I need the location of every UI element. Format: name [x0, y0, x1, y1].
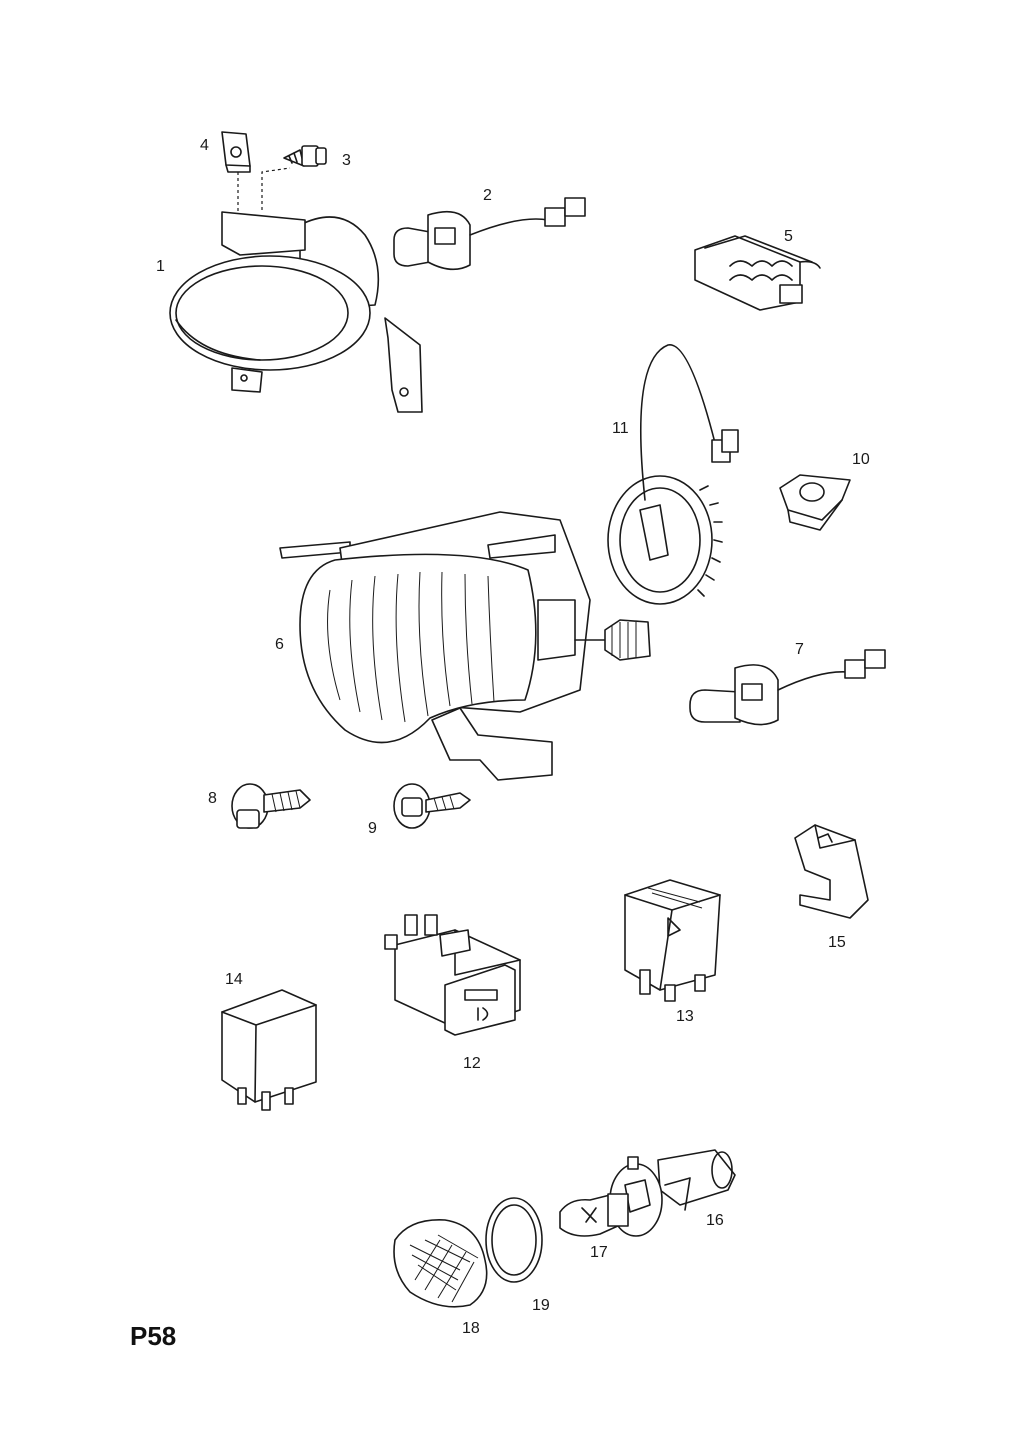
part-number-9: 9	[368, 820, 377, 837]
part-5-wiring-connector-icon[interactable]	[694, 235, 821, 311]
part-number-4: 4	[200, 137, 209, 154]
part-17-wedge-bulb-icon[interactable]	[559, 1193, 629, 1237]
part-number-10: 10	[852, 451, 870, 468]
part-13-relay-icon[interactable]	[624, 879, 721, 1002]
part-15-bracket-cap-icon[interactable]	[794, 824, 869, 919]
part-number-14: 14	[225, 971, 243, 988]
part-number-11: 11	[612, 420, 629, 437]
part-2-bulb-with-wire-icon[interactable]	[393, 197, 586, 271]
part-number-7: 7	[795, 641, 804, 658]
part-9-flange-screw-icon[interactable]	[393, 783, 471, 829]
part-number-3: 3	[342, 152, 351, 169]
part-number-17: 17	[590, 1244, 608, 1261]
part-7-bulb-with-wire-icon[interactable]	[689, 649, 886, 726]
part-18-side-indicator-lens-icon[interactable]	[393, 1219, 488, 1308]
part-11-bulb-holder-ring-icon[interactable]	[607, 344, 739, 605]
part-number-16: 16	[706, 1212, 724, 1229]
part-number-19: 19	[532, 1297, 550, 1314]
part-number-12: 12	[463, 1055, 481, 1072]
part-3-screw-icon[interactable]	[283, 145, 327, 167]
part-19-seal-ring-icon[interactable]	[485, 1197, 543, 1283]
part-number-8: 8	[208, 790, 217, 807]
part-number-18: 18	[462, 1320, 480, 1337]
part-14-relay-icon[interactable]	[221, 989, 317, 1111]
part-10-spring-nut-icon[interactable]	[779, 474, 851, 531]
part-number-5: 5	[784, 228, 793, 245]
part-6-fog-lamp-housing-icon[interactable]	[279, 511, 651, 781]
assembly-line	[261, 167, 291, 210]
part-12-fog-lamp-switch-icon[interactable]	[384, 914, 521, 1036]
part-number-13: 13	[676, 1008, 694, 1025]
page-code: P58	[130, 1321, 176, 1351]
part-number-15: 15	[828, 934, 846, 951]
part-number-1: 1	[156, 258, 165, 275]
part-number-6: 6	[275, 636, 284, 653]
part-8-self-tapping-screw-icon[interactable]	[231, 783, 311, 829]
part-number-2: 2	[483, 187, 492, 204]
part-4-clip-nut-icon[interactable]	[221, 131, 251, 173]
part-1-oval-fog-lamp-icon[interactable]	[169, 211, 423, 413]
